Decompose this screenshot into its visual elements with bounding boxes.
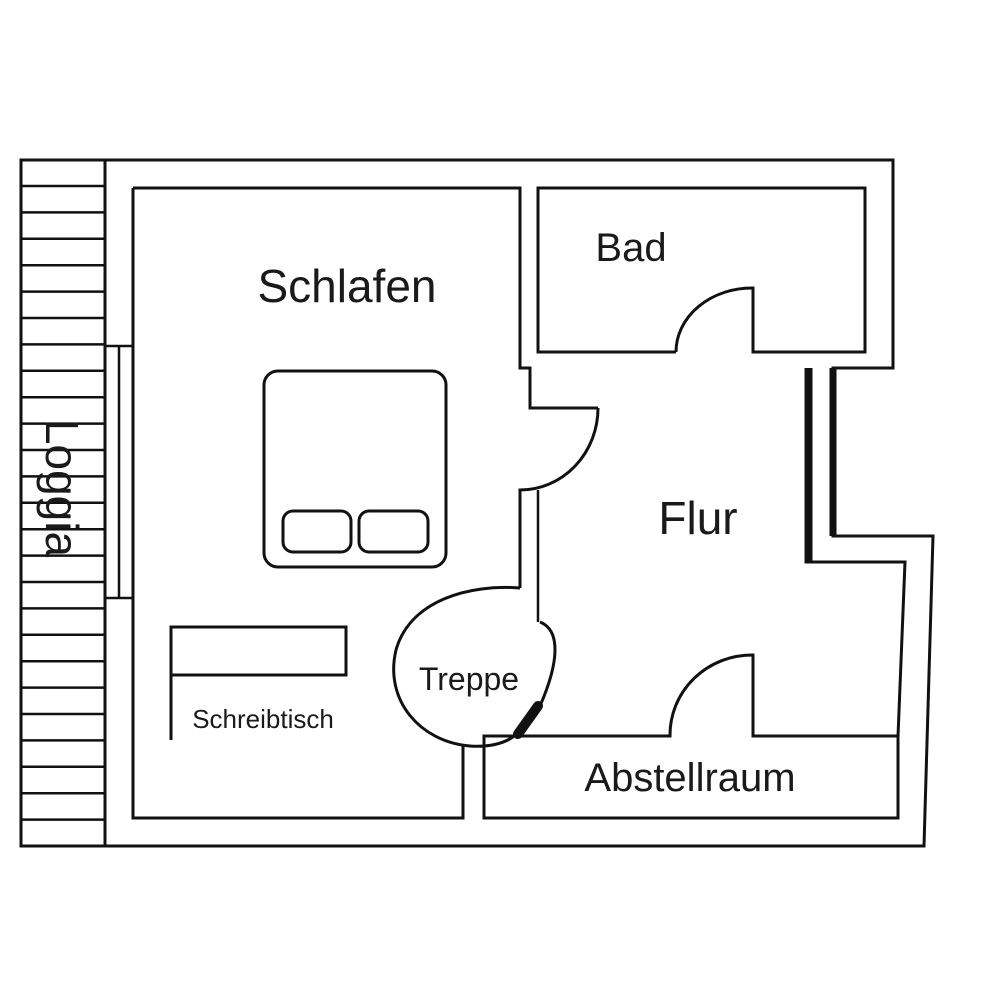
stair-handrail <box>513 701 543 739</box>
room-schlafen <box>105 186 600 820</box>
room-flur <box>482 368 907 820</box>
desk <box>169 625 348 740</box>
label-abstellraum: Abstellraum <box>584 756 795 800</box>
label-schlafen: Schlafen <box>257 260 436 312</box>
bed-frame <box>262 369 448 569</box>
desk-top <box>169 625 348 677</box>
label-bad: Bad <box>595 226 666 270</box>
stair-outline <box>392 585 557 748</box>
pillow-right <box>357 509 430 554</box>
label-loggia: Loggia <box>36 419 88 558</box>
loggia-slats <box>21 184 105 848</box>
stair <box>392 585 557 748</box>
label-schreibtisch: Schreibtisch <box>192 704 334 734</box>
room-bad <box>536 186 867 354</box>
label-flur: Flur <box>658 492 737 544</box>
pillow-left <box>281 509 353 554</box>
label-treppe: Treppe <box>419 661 519 697</box>
loggia <box>19 158 107 848</box>
flur-east-wall <box>482 368 907 820</box>
bad-walls <box>536 186 867 354</box>
bed <box>262 369 448 569</box>
